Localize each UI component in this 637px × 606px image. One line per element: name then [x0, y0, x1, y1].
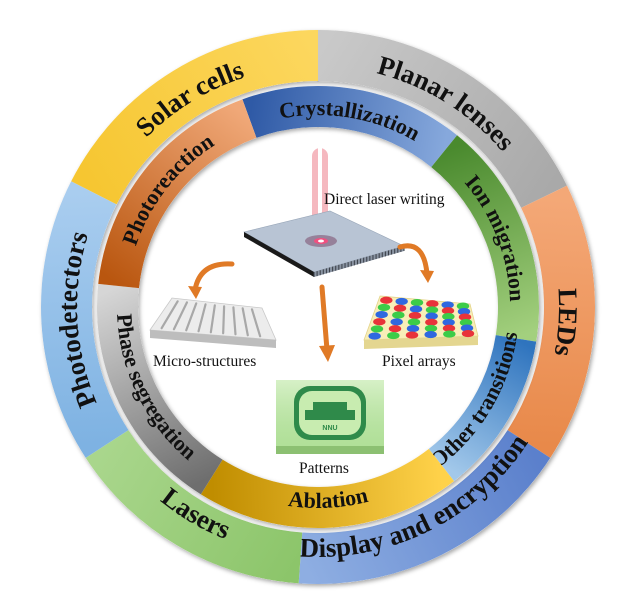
pixel-dot — [380, 296, 393, 304]
inner-segment-other-transitions — [428, 335, 537, 482]
pixel-dot — [425, 306, 439, 314]
pixel-dot — [426, 300, 439, 308]
pixel-dot — [373, 318, 386, 326]
micro-structures-label: Micro-structures — [153, 353, 256, 370]
groove-line — [222, 305, 226, 335]
outer-segment-lasers — [85, 430, 303, 584]
pixel-dot — [390, 318, 403, 326]
pixel-dot — [457, 307, 471, 316]
inner-segment-ion-migration — [431, 135, 539, 342]
pixel-dot — [458, 313, 472, 321]
pixel-dot — [377, 303, 391, 312]
outer-segment-solar-cells — [71, 30, 318, 205]
logo-nnu-text: NNU — [322, 425, 337, 432]
arrowhead-micro-icon — [188, 286, 202, 299]
outer-segment-display-and-encryption — [298, 430, 551, 584]
arrow-to-pixel-arrays-icon — [397, 243, 430, 277]
pixel-dot — [460, 324, 474, 332]
pixel-arrays-plate-icon — [363, 295, 479, 349]
pixel-dot — [441, 307, 455, 315]
arrowhead-patterns-icon — [319, 345, 335, 362]
groove-line — [160, 300, 179, 330]
pixel-dot — [443, 330, 456, 338]
inner-segment-crystallization — [242, 86, 458, 168]
groove-line — [209, 304, 216, 334]
pixel-dot — [387, 331, 400, 340]
pixel-dot — [441, 301, 454, 309]
pixel-dot — [368, 332, 381, 340]
pixel-dot — [456, 302, 470, 310]
pixel-dot — [407, 318, 421, 326]
pixel-dot — [392, 311, 405, 319]
pixel-dot — [408, 311, 422, 320]
pixel-dot — [425, 318, 438, 326]
pixel-dot — [375, 310, 388, 319]
groove-line — [172, 301, 189, 331]
substrate-plate-icon — [243, 210, 405, 277]
outer-segment-photodetectors — [40, 181, 129, 458]
groove-line — [197, 303, 207, 333]
process-arrows — [188, 243, 434, 362]
groove-line — [241, 307, 249, 337]
pixel-dot — [393, 304, 407, 312]
inner-segment-photoreaction — [98, 99, 257, 289]
groove-line — [232, 306, 237, 336]
micro-structures-plate-icon — [149, 297, 277, 348]
direct-laser-writing-label: Direct laser writing — [324, 191, 445, 208]
outer-segment-leds — [507, 185, 595, 458]
pixel-dot — [442, 312, 455, 321]
groove-line — [185, 302, 198, 332]
outer-segment-planar-lenses — [318, 30, 567, 208]
arrow-to-micro-structures-icon — [192, 261, 235, 293]
pixel-dot — [388, 325, 402, 333]
pixel-dot — [425, 312, 438, 320]
center-illustration: Direct laser writing Micro-structures Pi… — [149, 148, 479, 477]
patterns-label: Patterns — [299, 460, 349, 477]
arrow-to-patterns-icon — [319, 284, 330, 353]
inner-label-crystallization: Crystallization — [277, 95, 424, 146]
pixel-dot — [370, 325, 384, 333]
arrowhead-pixel-icon — [420, 270, 434, 283]
pixel-dot — [459, 318, 473, 327]
university-logo-icon: NNU — [294, 386, 366, 440]
pixel-dot — [410, 298, 424, 307]
pixel-dot — [442, 318, 455, 327]
pixel-dot — [405, 331, 419, 339]
patterns-plate-icon: NNU — [276, 380, 384, 454]
inner-segment-phase-segregation — [96, 283, 223, 495]
pixel-dot — [406, 324, 420, 333]
inner-segment-ablation — [200, 448, 455, 529]
pixel-dot — [442, 324, 456, 332]
pixel-dot — [424, 324, 438, 333]
pixel-dot — [424, 330, 437, 339]
pixel-arrays-label: Pixel arrays — [382, 353, 456, 370]
pixel-dot — [409, 305, 423, 313]
pixel-dot — [395, 297, 408, 306]
groove-line — [250, 308, 262, 338]
pixel-dot — [461, 329, 475, 338]
outer-label-leds: LEDs — [548, 288, 583, 359]
